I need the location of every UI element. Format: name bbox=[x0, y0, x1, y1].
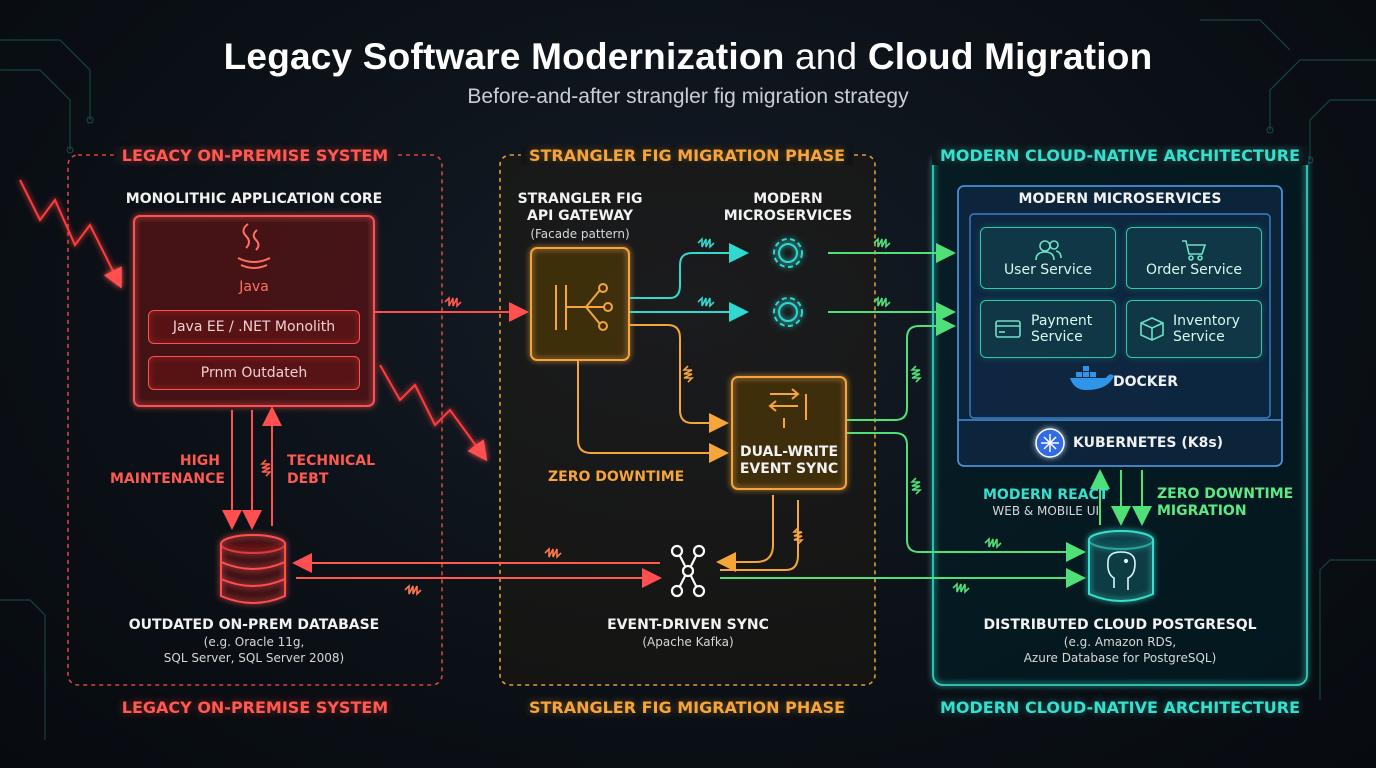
decline-arrow-right bbox=[379, 364, 488, 462]
docker-label: DOCKER bbox=[1113, 374, 1178, 390]
react-sub: WEB & MOBILE UI bbox=[992, 504, 1100, 518]
elephant-icon bbox=[1107, 551, 1136, 590]
outdated-pill: Prnm Outdateh bbox=[148, 356, 360, 390]
users-icon bbox=[1035, 240, 1062, 261]
inventory-service-label: Inventory Service bbox=[1173, 313, 1240, 345]
java-label: Java bbox=[239, 279, 269, 295]
react-title: MODERN REACT bbox=[983, 487, 1109, 503]
decline-arrow-left bbox=[19, 179, 122, 289]
docker-panel bbox=[969, 213, 1271, 419]
card-icon bbox=[995, 320, 1021, 338]
technical-debt-line-2: DEBT bbox=[287, 471, 329, 487]
zero-migration-line-2: MIGRATION bbox=[1157, 503, 1247, 519]
payment-line-1: Payment bbox=[1031, 313, 1093, 329]
kafka-icon bbox=[670, 544, 706, 598]
user-service-card[interactable]: User Service bbox=[980, 227, 1116, 289]
box-icon bbox=[1140, 317, 1164, 341]
monolith-pill: Java EE / .NET Monolith bbox=[148, 310, 360, 344]
zero-migration-note: ZERO DOWNTIME MIGRATION bbox=[1157, 486, 1293, 520]
strangler-microservices-title: MODERN MICROSERVICES bbox=[724, 191, 853, 225]
legacy-db-sub-1: (e.g. Oracle 11g, bbox=[203, 635, 305, 649]
monolith-core-title: MONOLITHIC APPLICATION CORE bbox=[125, 191, 383, 207]
user-service-label: User Service bbox=[1003, 262, 1093, 278]
order-service-label: Order Service bbox=[1146, 262, 1242, 278]
title-part-1: Legacy Software Modernization bbox=[223, 36, 785, 77]
dual-write-label: DUAL-WRITE EVENT SYNC bbox=[740, 444, 838, 478]
java-icon bbox=[237, 223, 271, 269]
legacy-label-top: LEGACY ON-PREMISE SYSTEM bbox=[113, 146, 397, 165]
gateway-title-1: STRANGLER FIG bbox=[517, 191, 643, 207]
docker-icon bbox=[1070, 366, 1114, 390]
title-part-3: Cloud Migration bbox=[867, 36, 1153, 77]
page-subtitle: Before-and-after strangler fig migration… bbox=[467, 85, 909, 108]
inventory-line-1: Inventory bbox=[1173, 313, 1240, 329]
kubernetes-label: KUBERNETES (K8s) bbox=[1073, 435, 1224, 451]
event-sync-subtitle: (Apache Kafka) bbox=[642, 635, 734, 649]
signal-marks bbox=[260, 237, 1002, 596]
title-part-2: and bbox=[794, 36, 858, 77]
payment-service-label: Payment Service bbox=[1031, 313, 1092, 345]
modern-label-bottom: MODERN CLOUD-NATIVE ARCHITECTURE bbox=[939, 698, 1301, 717]
high-maintenance-line-1: HIGH bbox=[179, 453, 220, 469]
gear-icon bbox=[773, 238, 803, 327]
order-service-card[interactable]: Order Service bbox=[1126, 227, 1262, 289]
strangler-label-top: STRANGLER FIG MIGRATION PHASE bbox=[520, 146, 854, 165]
api-gateway-box bbox=[530, 247, 630, 361]
postgres-db-sub-1: (e.g. Amazon RDS, bbox=[1063, 635, 1177, 649]
postgres-db-title: DISTRIBUTED CLOUD POSTGRESQL bbox=[983, 617, 1257, 633]
inventory-service-card[interactable]: Inventory Service bbox=[1126, 300, 1262, 358]
postgres-db-sub-2: Azure Database for PostgreSQL) bbox=[1023, 651, 1217, 665]
monolith-core-box bbox=[133, 215, 375, 407]
dual-write-box bbox=[731, 376, 847, 490]
legacy-label-bottom: LEGACY ON-PREMISE SYSTEM bbox=[121, 698, 389, 717]
gateway-title: STRANGLER FIG API GATEWAY bbox=[518, 191, 643, 225]
technical-debt-line-1: TECHNICAL bbox=[287, 453, 376, 469]
high-maintenance-note: HIGH MAINTENANCE bbox=[110, 452, 225, 488]
legacy-db-sub-2: SQL Server, SQL Server 2008) bbox=[163, 651, 345, 665]
legacy-database-icon bbox=[220, 534, 286, 604]
strangler-label-bottom: STRANGLER FIG MIGRATION PHASE bbox=[528, 698, 846, 717]
inventory-line-2: Service bbox=[1173, 329, 1225, 345]
cart-icon bbox=[1182, 240, 1207, 261]
page-title: Legacy Software Modernization and Cloud … bbox=[0, 36, 1376, 78]
sync-arrows-icon bbox=[768, 388, 807, 428]
legacy-db-sub: (e.g. Oracle 11g, SQL Server, SQL Server… bbox=[164, 634, 345, 666]
payment-line-2: Service bbox=[1031, 329, 1083, 345]
modern-microservices-title: MODERN MICROSERVICES bbox=[1018, 191, 1222, 207]
event-sync-title: EVENT-DRIVEN SYNC bbox=[607, 617, 769, 633]
gateway-title-2: API GATEWAY bbox=[527, 208, 633, 224]
modern-label-top: MODERN CLOUD-NATIVE ARCHITECTURE bbox=[931, 146, 1309, 165]
kubernetes-icon bbox=[1035, 428, 1065, 458]
gateway-router-icon bbox=[555, 283, 613, 331]
legacy-db-title: OUTDATED ON-PREM DATABASE bbox=[128, 617, 380, 633]
postgres-db-sub: (e.g. Amazon RDS, Azure Database for Pos… bbox=[1024, 634, 1217, 666]
gateway-subtitle: (Facade pattern) bbox=[530, 227, 630, 241]
zero-migration-line-1: ZERO DOWNTIME bbox=[1157, 486, 1294, 502]
dual-write-line-1: DUAL-WRITE bbox=[739, 444, 839, 460]
technical-debt-note: TECHNICAL DEBT bbox=[287, 452, 387, 488]
micro-title-1: MODERN bbox=[753, 191, 823, 207]
high-maintenance-line-2: MAINTENANCE bbox=[110, 471, 225, 487]
payment-service-card[interactable]: Payment Service bbox=[980, 300, 1116, 358]
postgres-database-icon bbox=[1088, 530, 1154, 602]
zero-downtime-note: ZERO DOWNTIME bbox=[548, 469, 685, 485]
micro-title-2: MICROSERVICES bbox=[723, 208, 853, 224]
react-note: MODERN REACT WEB & MOBILE UI bbox=[983, 487, 1108, 518]
dual-write-line-2: EVENT SYNC bbox=[739, 461, 839, 477]
